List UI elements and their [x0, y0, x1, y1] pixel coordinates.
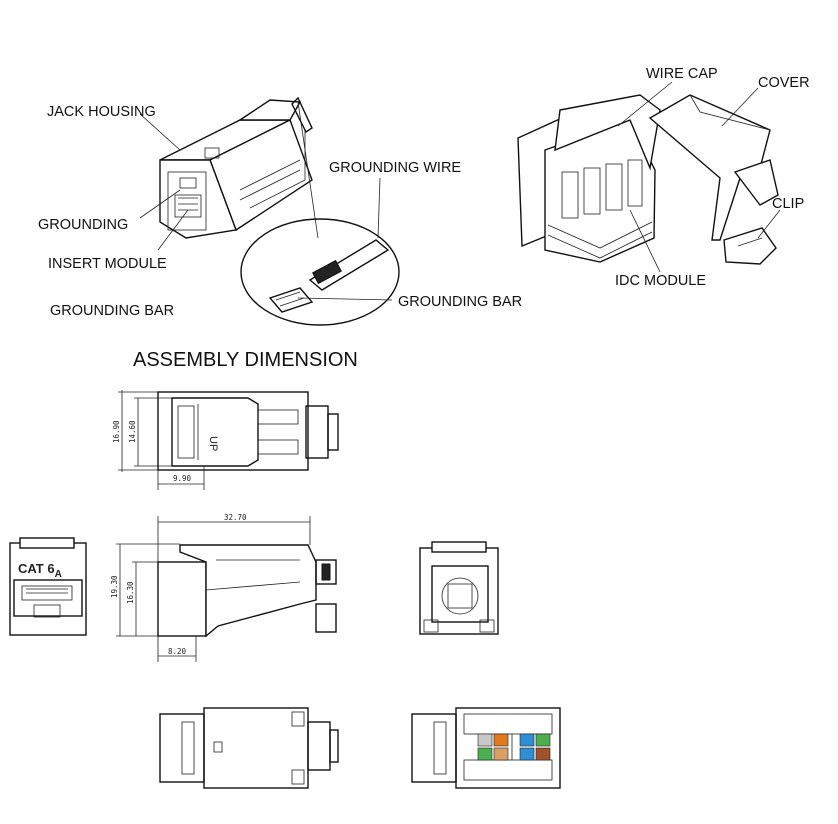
side-height-inner-dim: 16.30 — [126, 581, 135, 604]
top-height-inner-dim: 14.60 — [128, 420, 137, 443]
idc-module-label: IDC MODULE — [615, 273, 706, 289]
clip-leader — [757, 209, 781, 239]
side-width-dim: 8.20 — [168, 647, 187, 656]
clip-label: CLIP — [772, 196, 804, 212]
cat-mark: CAT 6A — [18, 561, 62, 580]
jack-housing-drawing — [159, 96, 313, 239]
insert-module-label: INSERT MODULE — [48, 256, 167, 272]
grounding-wire-leader — [297, 101, 319, 239]
insert-module-leader — [157, 209, 189, 251]
grounding-bar-leader — [297, 297, 393, 301]
idc-module-leader — [629, 209, 661, 273]
wiring-view-drawing — [411, 707, 561, 789]
grounding-label: GROUNDING — [38, 217, 128, 233]
grounding-wire-leader-2 — [377, 177, 381, 239]
grounding-wire-label: GROUNDING WIRE — [329, 160, 461, 176]
grounding-bar-detail-label: GROUNDING BAR — [398, 294, 522, 310]
grounding-leader — [139, 189, 181, 219]
front-view-drawing: CAT 6A — [9, 537, 87, 636]
top-view-drawing: UP — [157, 391, 339, 471]
side-height-outer-dim: 19.30 — [110, 575, 119, 598]
bottom-view-drawing — [159, 707, 339, 789]
side-length-dim: 32.70 — [224, 513, 247, 522]
wire-cap-label: WIRE CAP — [646, 66, 718, 82]
top-height-outer-dim: 16.90 — [112, 420, 121, 443]
top-view-dimensions — [118, 390, 205, 490]
top-width-dim: 9.90 — [173, 474, 192, 483]
grounding-wire-part — [268, 239, 390, 313]
side-view-dimensions — [116, 516, 311, 662]
rear-view-drawing — [419, 541, 499, 635]
idc-module-drawing — [517, 94, 779, 265]
cover-leader — [721, 87, 759, 127]
side-view-drawing — [157, 544, 337, 638]
grounding-bar-label: GROUNDING BAR — [50, 303, 174, 319]
jack-housing-leader — [139, 113, 181, 151]
up-mark: UP — [207, 436, 219, 451]
wire-cap-leader — [617, 81, 673, 127]
section-title: ASSEMBLY DIMENSION — [133, 349, 358, 371]
cover-label: COVER — [758, 75, 810, 91]
jack-housing-label: JACK HOUSING — [47, 104, 156, 120]
grounding-detail-ellipse — [240, 218, 400, 326]
